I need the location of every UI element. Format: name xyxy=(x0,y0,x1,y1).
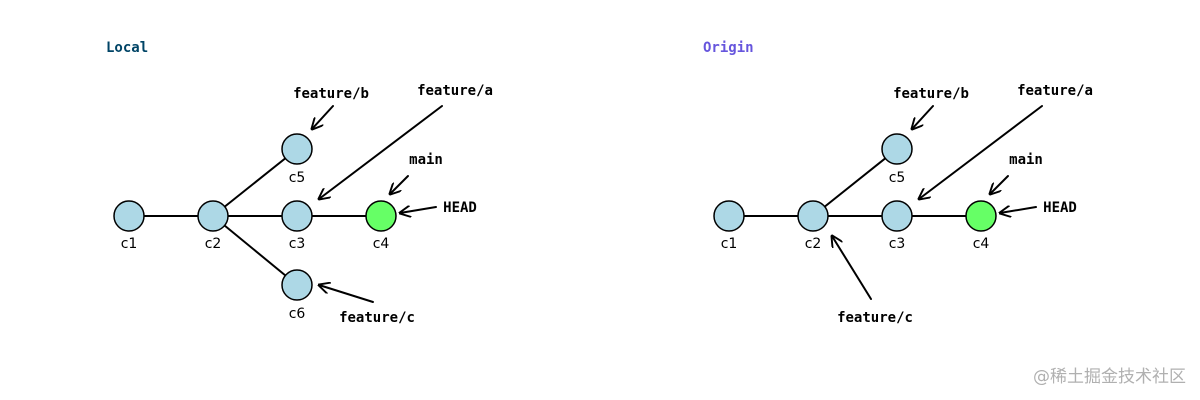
commit-label-c2: c2 xyxy=(805,236,822,252)
commit-label-c5: c5 xyxy=(289,170,306,186)
arrow-feature-b xyxy=(912,105,934,129)
local-panel: Local c1 c2 c3 c4 c5 c6 feature/b featur… xyxy=(106,40,493,326)
commit-node-c5 xyxy=(281,133,313,165)
commit-label-c4: c4 xyxy=(373,236,390,252)
ref-label-feature-a: feature/a xyxy=(1017,83,1093,99)
edge-c2-c5 xyxy=(212,148,298,217)
ref-label-main: main xyxy=(409,152,443,168)
origin-panel: Origin c1 c2 c3 c4 c5 feature/b feature/… xyxy=(703,40,1093,326)
commit-node-c5 xyxy=(881,133,913,165)
commit-node-c1 xyxy=(713,200,745,232)
arrow-feature-b xyxy=(312,105,334,129)
arrow-main xyxy=(990,175,1009,194)
origin-panel-title: Origin xyxy=(703,40,754,56)
ref-label-head: HEAD xyxy=(443,200,477,216)
commit-node-c2 xyxy=(797,200,829,232)
arrow-head xyxy=(1000,207,1037,213)
arrow-main xyxy=(390,175,409,194)
edge-c2-c6 xyxy=(212,215,298,286)
arrow-feature-a xyxy=(919,105,1043,199)
ref-label-main: main xyxy=(1009,152,1043,168)
commit-label-c3: c3 xyxy=(889,236,906,252)
commit-label-c1: c1 xyxy=(121,236,138,252)
edge-c2-c5 xyxy=(812,148,898,217)
local-panel-title: Local xyxy=(106,40,148,56)
commit-node-c3 xyxy=(281,200,313,232)
commit-node-c1 xyxy=(113,200,145,232)
commit-label-c2: c2 xyxy=(205,236,222,252)
commit-node-c2 xyxy=(197,200,229,232)
commit-label-c4: c4 xyxy=(973,236,990,252)
commit-label-c6: c6 xyxy=(289,306,306,322)
ref-label-feature-b: feature/b xyxy=(893,86,969,102)
ref-label-feature-b: feature/b xyxy=(293,86,369,102)
arrow-head xyxy=(400,207,437,213)
commit-node-c6 xyxy=(281,269,313,301)
commit-label-c5: c5 xyxy=(889,170,906,186)
commit-node-c4-head xyxy=(965,200,997,232)
commit-label-c3: c3 xyxy=(289,236,306,252)
ref-label-feature-c: feature/c xyxy=(339,310,415,326)
arrow-feature-c xyxy=(832,236,872,300)
ref-label-head: HEAD xyxy=(1043,200,1077,216)
ref-label-feature-c: feature/c xyxy=(837,310,913,326)
commit-node-c4-head xyxy=(365,200,397,232)
commit-label-c1: c1 xyxy=(721,236,738,252)
commit-node-c3 xyxy=(881,200,913,232)
arrow-feature-c xyxy=(319,285,374,303)
watermark-text: @稀土掘金技术社区 xyxy=(1033,367,1186,387)
arrow-feature-a xyxy=(319,105,443,199)
ref-label-feature-a: feature/a xyxy=(417,83,493,99)
